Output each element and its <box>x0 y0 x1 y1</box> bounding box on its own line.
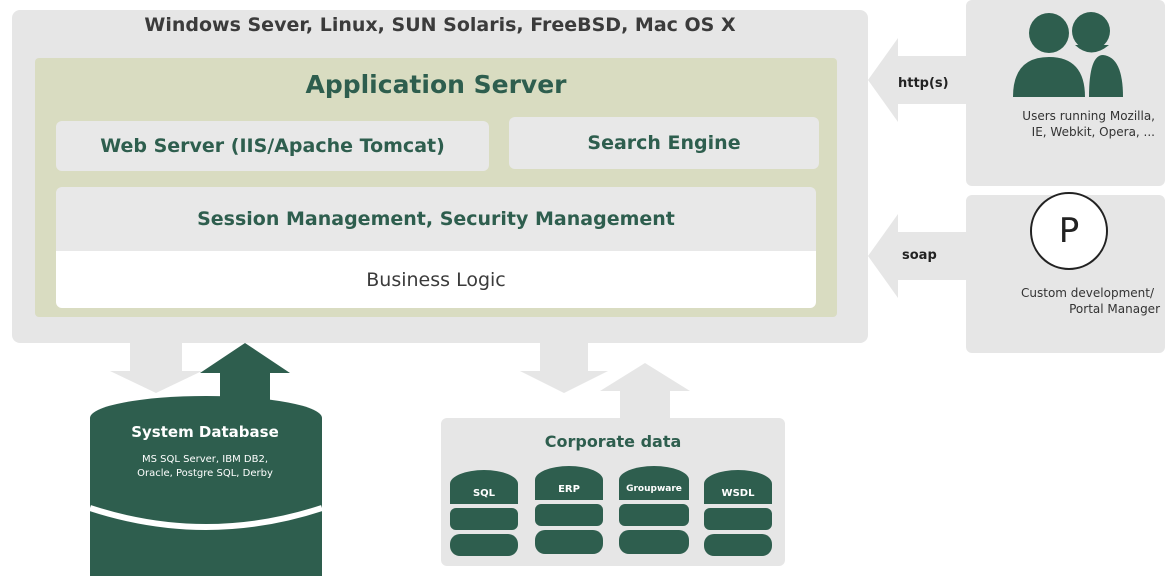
http-arrow-icon <box>868 38 966 122</box>
system-database-cylinder <box>89 396 323 576</box>
wsdl-label: WSDL <box>721 488 755 499</box>
portal-line-2: Portal Manager <box>1069 302 1160 316</box>
session-management-box: Session Management, Security Management <box>56 187 816 251</box>
users-line-1: Users running Mozilla, <box>1022 109 1155 123</box>
platform-title: Windows Sever, Linux, SUN Solaris, FreeB… <box>144 14 736 36</box>
sql-database-icon <box>450 470 518 556</box>
users-icon <box>1013 12 1123 97</box>
sql-label: SQL <box>472 488 496 499</box>
portal-line-1: Custom development/ <box>1021 286 1154 300</box>
system-database-title: System Database <box>131 423 279 441</box>
http-label: http(s) <box>898 76 949 91</box>
search-engine-box: Search Engine <box>509 117 819 169</box>
portal-p-icon: P <box>1030 192 1108 270</box>
system-db-arrows-icon <box>110 343 290 401</box>
soap-label: soap <box>902 248 937 263</box>
groupware-label: Groupware <box>626 484 682 494</box>
corporate-data-title: Corporate data <box>544 432 682 451</box>
erp-label: ERP <box>558 484 580 495</box>
web-server-box: Web Server (IIS/Apache Tomcat) <box>56 121 489 171</box>
soap-arrow-icon <box>868 214 966 298</box>
erp-database-icon <box>535 466 603 554</box>
users-line-2: IE, Webkit, Opera, ... <box>1031 125 1155 139</box>
business-logic-box: Business Logic <box>56 251 816 308</box>
wsdl-database-icon <box>704 470 772 556</box>
corporate-arrows-icon <box>520 343 690 421</box>
application-server-title: Application Server <box>305 70 567 99</box>
system-database-line-1: MS SQL Server, IBM DB2, <box>142 454 268 465</box>
system-database-line-2: Oracle, Postgre SQL, Derby <box>137 468 273 479</box>
groupware-database-icon <box>619 466 689 554</box>
